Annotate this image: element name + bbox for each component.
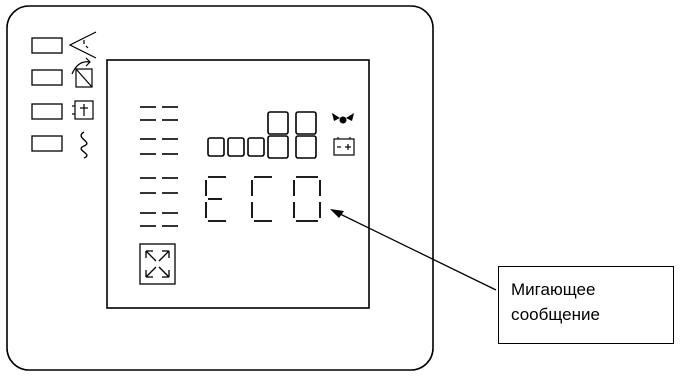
callout-arrow — [330, 209, 497, 291]
battery-icon — [72, 100, 94, 120]
callout-line-1: Мигающее — [511, 280, 596, 299]
ac-line-icon — [80, 131, 88, 159]
bypass-icon — [71, 57, 93, 88]
load-indicator-icon — [139, 243, 176, 285]
level-bargraph — [140, 106, 178, 227]
fan-icon — [332, 113, 354, 124]
numeric-readout — [207, 111, 317, 159]
panel-housing — [6, 5, 434, 371]
led-inverter — [31, 37, 63, 54]
led-bypass — [31, 69, 63, 86]
led-ac-line — [31, 135, 63, 152]
battery-small-icon — [333, 137, 355, 156]
lcd-screen — [106, 59, 370, 309]
eco-segment-text — [205, 176, 321, 222]
callout-label: Мигающее сообщение — [498, 266, 674, 344]
inverter-icon — [68, 31, 97, 59]
callout-line-2: сообщение — [511, 305, 600, 324]
led-battery — [31, 103, 63, 120]
led-indicators — [31, 37, 63, 152]
